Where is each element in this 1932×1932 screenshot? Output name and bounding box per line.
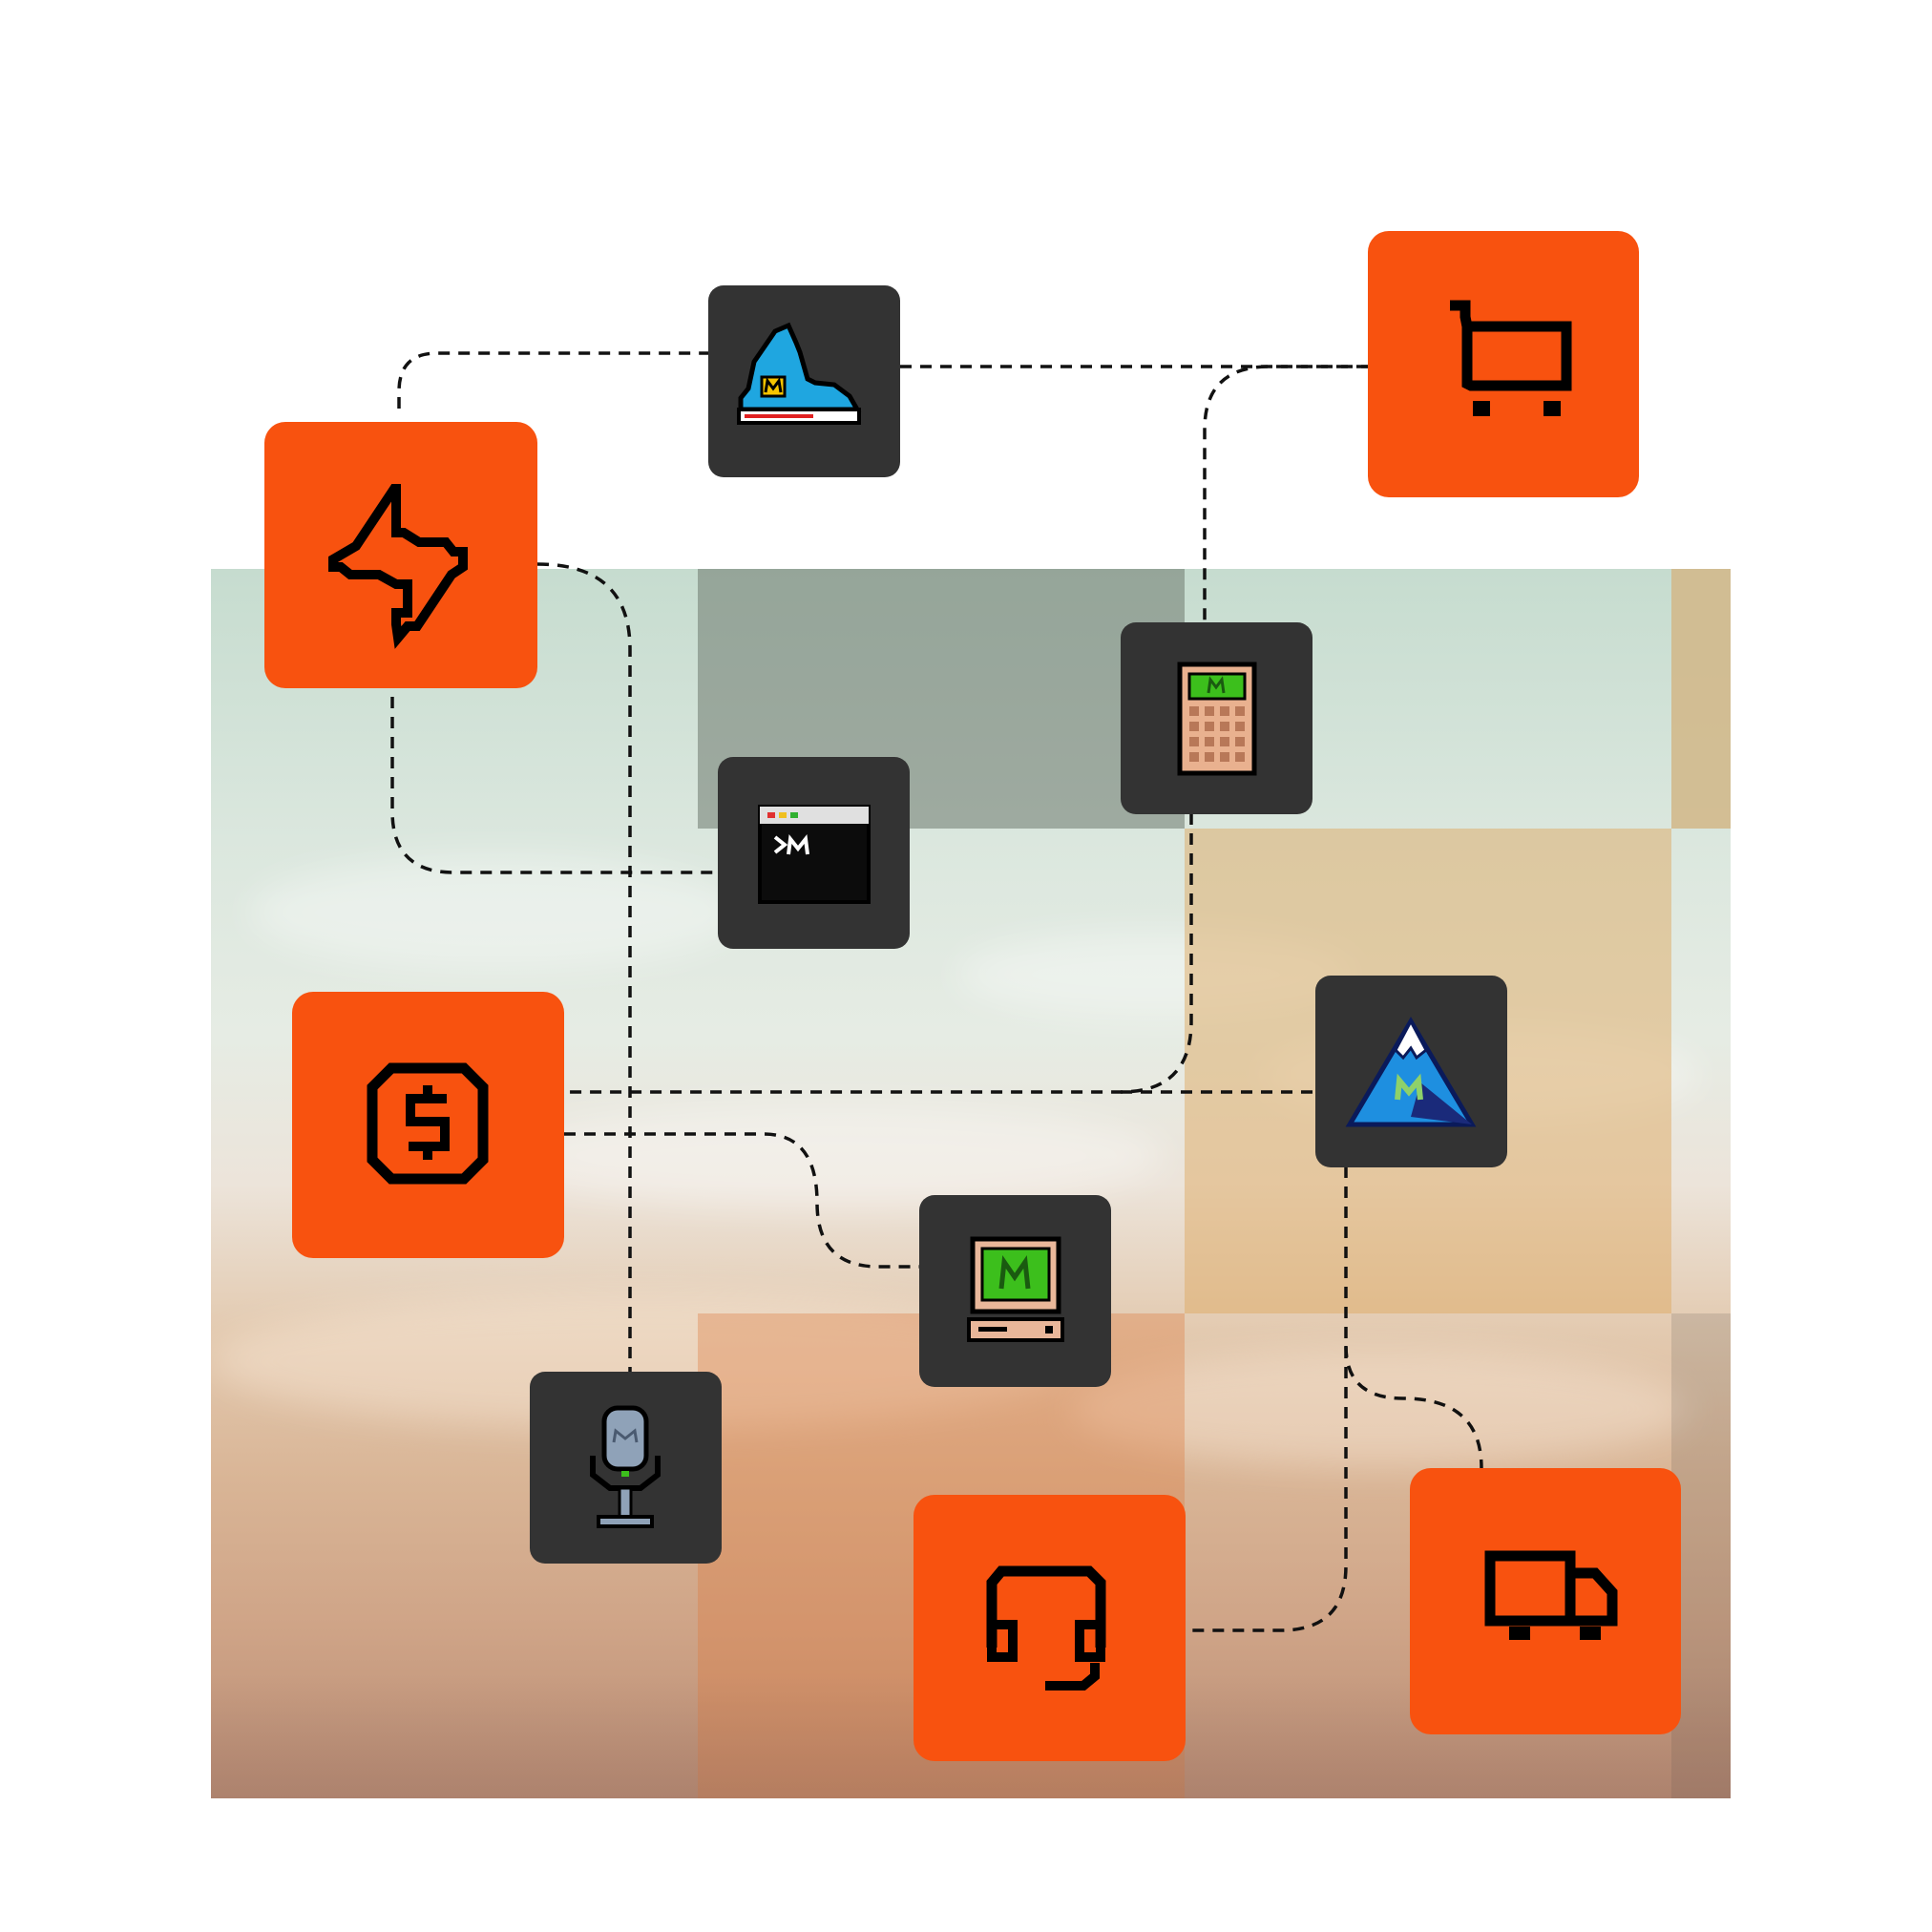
node-computer[interactable] xyxy=(919,1195,1111,1387)
delivery-truck-icon xyxy=(1484,1550,1618,1640)
dollar-coin-icon xyxy=(367,1062,489,1185)
calculator-icon xyxy=(1177,662,1257,776)
retro-computer-icon xyxy=(967,1236,1064,1342)
node-cart[interactable] xyxy=(1368,231,1639,497)
connector-lightning-sneaker xyxy=(397,351,708,409)
node-truck[interactable] xyxy=(1410,1468,1681,1734)
node-lightning[interactable] xyxy=(264,422,537,688)
node-mountain[interactable] xyxy=(1315,976,1507,1167)
node-sneaker[interactable] xyxy=(708,285,900,477)
node-dollar[interactable] xyxy=(292,992,564,1258)
headset-icon xyxy=(986,1565,1106,1690)
microphone-icon xyxy=(590,1405,661,1528)
lightning-bolt-icon xyxy=(328,484,468,649)
shopping-cart-icon xyxy=(1450,300,1572,416)
sneaker-icon xyxy=(737,322,862,425)
node-calculator[interactable] xyxy=(1121,622,1312,814)
mountain-icon xyxy=(1345,1017,1477,1127)
node-terminal[interactable] xyxy=(718,757,910,949)
node-microphone[interactable] xyxy=(530,1372,722,1564)
node-headset[interactable] xyxy=(914,1495,1186,1761)
terminal-window-icon xyxy=(758,805,871,904)
